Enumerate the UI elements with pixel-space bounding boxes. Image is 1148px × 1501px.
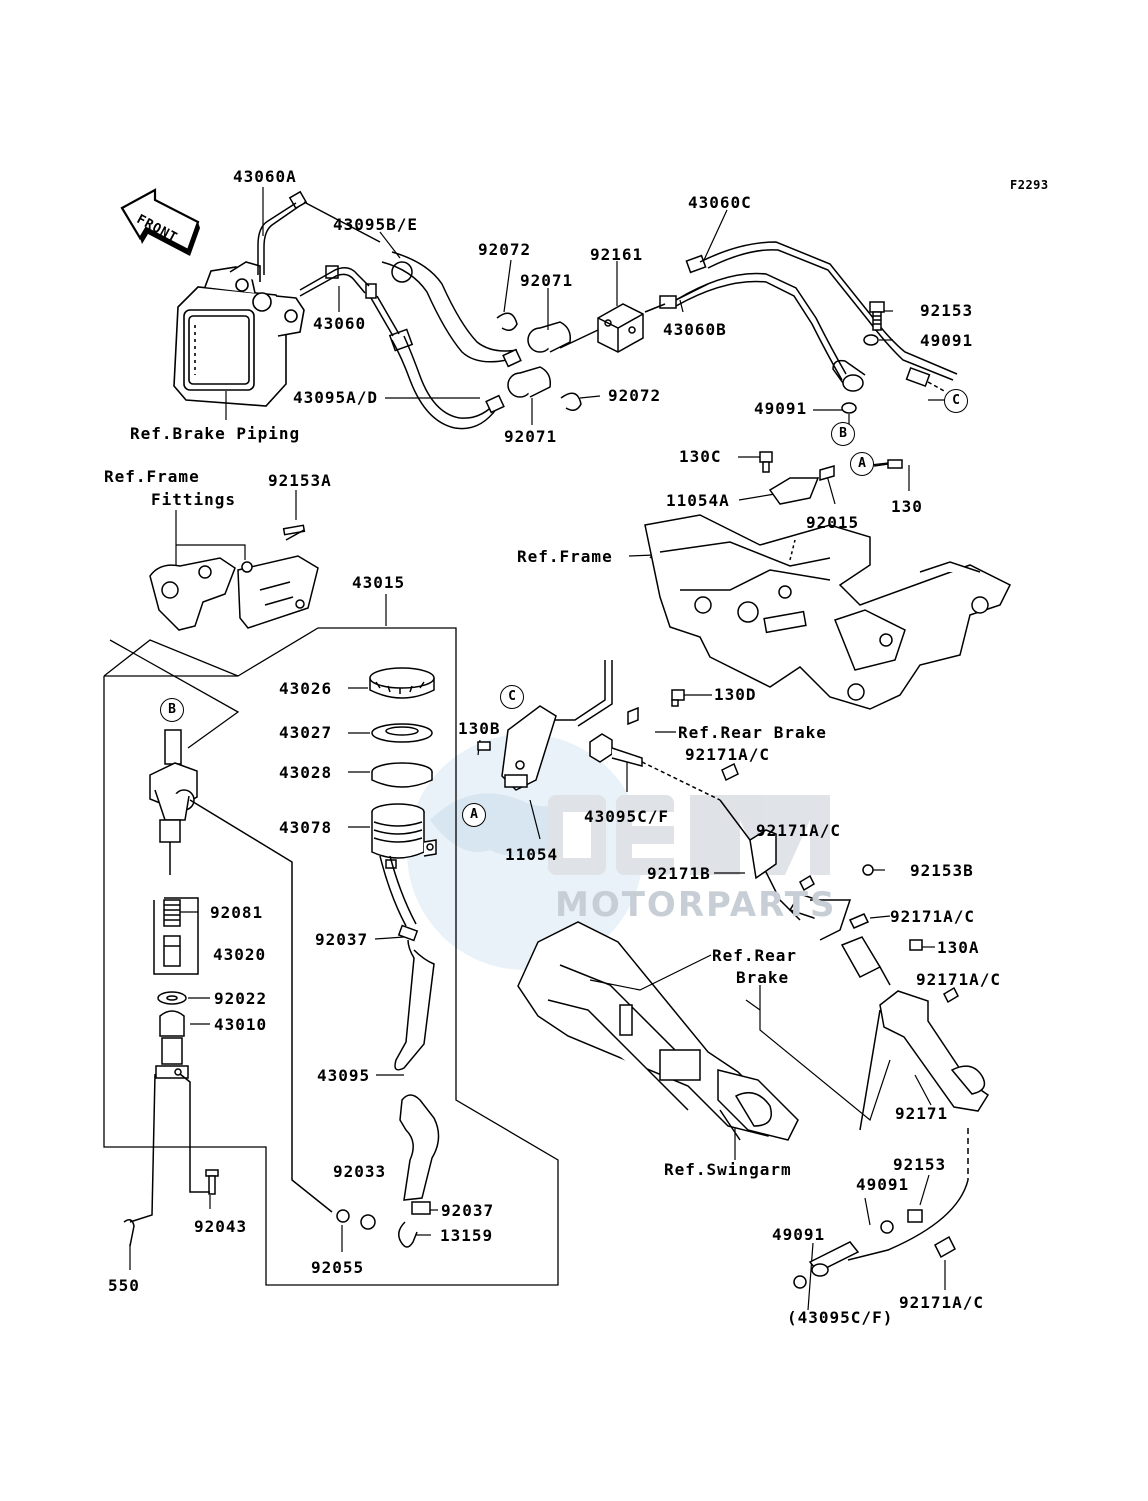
bracket-11054A-drawing: [759, 451, 903, 505]
label-92022: 92022: [214, 989, 268, 1008]
label-13159: 13159: [440, 1226, 494, 1245]
label-130: 130: [891, 497, 923, 516]
label-92072-bottom: 92072: [608, 386, 662, 405]
label-92171A-C-5: 92171A/C: [899, 1293, 985, 1312]
label-92171A-C-4: 92171A/C: [916, 970, 1002, 989]
label-92071-top: 92071: [520, 271, 574, 290]
reference-lines: [589, 954, 891, 1122]
brake-hoses-top: [257, 190, 958, 430]
label-11054A: 11054A: [666, 491, 730, 510]
label-43060B: 43060B: [663, 320, 727, 339]
label-92171A-C-3: 92171A/C: [890, 907, 976, 926]
callout-b-top: B: [831, 422, 855, 446]
abs-unit-drawing: [173, 261, 305, 407]
label-ref-rear-brake-top: Ref.Rear Brake: [678, 723, 827, 742]
label-ref-brake-piping: Ref.Brake Piping: [130, 424, 301, 443]
label-92071-bottom: 92071: [504, 427, 558, 446]
label-92153-top: 92153: [920, 301, 974, 320]
label-43020: 43020: [213, 945, 267, 964]
label-92171A-C-1: 92171A/C: [685, 745, 771, 764]
label-43010: 43010: [214, 1015, 268, 1034]
label-43028: 43028: [279, 763, 333, 782]
label-49091-top: 49091: [920, 331, 974, 350]
watermark-subtext: MOTORPARTS: [555, 885, 837, 925]
label-ref-rear-brake-1: Ref.Rear: [712, 946, 798, 965]
label-92171A-C-2: 92171A/C: [756, 821, 842, 840]
label-11054: 11054: [505, 845, 559, 864]
callout-c-top: C: [944, 389, 968, 413]
callout-a-top: A: [850, 452, 874, 476]
label-92161: 92161: [590, 245, 644, 264]
label-ref-frame: Ref.Frame: [517, 547, 613, 566]
callout-c-mid: C: [500, 685, 524, 709]
leader-lines: [129, 187, 946, 1311]
label-43095B-E: 43095B/E: [333, 215, 419, 234]
label-ref-swingarm: Ref.Swingarm: [664, 1160, 792, 1179]
label-43095: 43095: [317, 1066, 371, 1085]
callout-a-mid: A: [462, 803, 486, 827]
label-92153A: 92153A: [268, 471, 332, 490]
label-92171B: 92171B: [647, 864, 711, 883]
label-92037-top: 92037: [315, 930, 369, 949]
label-ref-frame-fittings-1: Ref.Frame: [104, 467, 200, 486]
label-92081: 92081: [210, 903, 264, 922]
label-92072-top: 92072: [478, 240, 532, 259]
frame-drawing: [644, 514, 1012, 710]
label-43078: 43078: [279, 818, 333, 837]
label-43026: 43026: [279, 679, 333, 698]
label-550: 550: [108, 1276, 140, 1295]
label-130C: 130C: [679, 447, 722, 466]
reservoir-hose-drawing: [336, 855, 440, 1248]
swingarm-drawing: [517, 921, 799, 1141]
label-92055: 92055: [311, 1258, 365, 1277]
label-43060: 43060: [313, 314, 367, 333]
callout-b-left: B: [160, 698, 184, 722]
label-ref-frame-fittings-2: Fittings: [151, 490, 237, 509]
label-92015: 92015: [806, 513, 860, 532]
label-49091-bottom-2: 49091: [772, 1225, 826, 1244]
front-arrow-icon: [120, 188, 200, 256]
label-130B: 130B: [458, 719, 501, 738]
reservoir-drawing: [369, 667, 437, 869]
master-cylinder-box: [103, 627, 559, 1286]
brake-pedal-drawing: [793, 990, 990, 1289]
label-43060C: 43060C: [688, 193, 752, 212]
label-43060A: 43060A: [233, 167, 297, 186]
label-43015: 43015: [352, 573, 406, 592]
label-ref-rear-brake-2: Brake: [736, 968, 790, 987]
label-130A: 130A: [937, 938, 980, 957]
label-43095C-F-paren: (43095C/F): [787, 1308, 894, 1327]
frame-fittings-drawing: [149, 524, 319, 631]
label-43027: 43027: [279, 723, 333, 742]
label-92043: 92043: [194, 1217, 248, 1236]
label-49091-bottom-1: 49091: [856, 1175, 910, 1194]
label-92037-bottom: 92037: [441, 1201, 495, 1220]
figure-code: F2293: [1010, 178, 1049, 192]
label-92171: 92171: [895, 1104, 949, 1123]
master-cylinder-drawing: [123, 729, 333, 1247]
label-43095A-D: 43095A/D: [293, 388, 379, 407]
rear-brake-bracket-drawing: [477, 660, 959, 1004]
label-92153B: 92153B: [910, 861, 974, 880]
label-130D: 130D: [714, 685, 757, 704]
label-43095C-F: 43095C/F: [584, 807, 670, 826]
label-49091-mid: 49091: [754, 399, 808, 418]
label-92033: 92033: [333, 1162, 387, 1181]
label-92153-bottom: 92153: [893, 1155, 947, 1174]
